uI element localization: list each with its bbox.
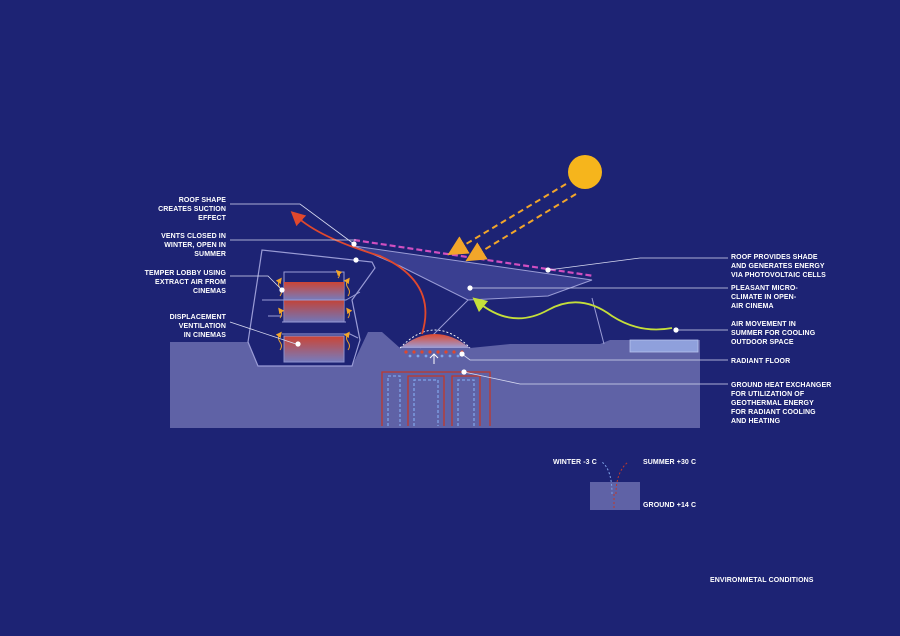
legend-summer-label: SUMMER +30 C	[643, 459, 696, 466]
temper-lobby-room	[284, 282, 344, 300]
legend-ground-block	[590, 482, 640, 510]
label-line: TEMPER LOBBY USING	[145, 270, 227, 277]
floor-slab-1	[282, 291, 361, 301]
floor-slab-3	[282, 333, 359, 339]
sun-rays	[447, 183, 577, 262]
label-temper-lobby: TEMPER LOBBY USING EXTRACT AIR FROM CINE…	[145, 270, 227, 295]
building-outline	[247, 249, 376, 367]
label-displacement: DISPLACEMENT VENTILATION IN CINEMAS	[170, 314, 227, 339]
leader-lines	[229, 203, 728, 385]
exhaust-air-arrow	[290, 211, 427, 335]
label-line: DISPLACEMENT	[170, 314, 227, 321]
label-vents: VENTS CLOSED IN WINTER, OPEN IN SUMMER	[161, 233, 226, 258]
label-line: ROOF PROVIDES SHADE	[731, 254, 818, 261]
label-line: VENTS CLOSED IN	[161, 233, 226, 240]
label-line: AIR MOVEMENT IN	[731, 321, 796, 328]
label-line: OUTDOOR SPACE	[731, 339, 794, 346]
label-line: RADIANT FLOOR	[731, 358, 790, 365]
label-line: AND HEATING	[731, 418, 781, 425]
label-line: ROOF SHAPE	[179, 197, 227, 204]
label-line: CLIMATE IN OPEN-	[731, 294, 797, 301]
label-line: SUMMER FOR COOLING	[731, 330, 816, 337]
label-line: AND GENERATES ENERGY	[731, 263, 825, 270]
label-radiant-floor: RADIANT FLOOR	[731, 358, 790, 365]
label-line: FOR UTILIZATION OF	[731, 391, 805, 398]
ground-heat-exchanger	[381, 371, 491, 426]
sun-icon	[568, 155, 602, 189]
label-line: GROUND HEAT EXCHANGER	[731, 382, 831, 389]
label-microclimate: PLEASANT MICRO- CLIMATE IN OPEN- AIR CIN…	[731, 285, 798, 310]
label-line: VENTILATION	[179, 323, 226, 330]
upper-cinema-fill	[284, 300, 344, 322]
legend-winter-line	[601, 461, 613, 495]
radiant-floor-dots	[404, 350, 464, 354]
cool-air-arrow	[472, 297, 673, 331]
label-line: CREATES SUCTION	[158, 206, 226, 213]
outdoor-pool	[629, 339, 699, 353]
label-line: SUMMER	[194, 251, 226, 258]
footer-title: ENVIRONMETAL CONDITIONS	[710, 577, 814, 584]
label-line: PLEASANT MICRO-	[731, 285, 798, 292]
legend-summer-line	[615, 461, 629, 495]
open-air-dome-outline	[399, 329, 471, 349]
label-air-movement: AIR MOVEMENT IN SUMMER FOR COOLING OUTDO…	[731, 321, 816, 346]
temperature-legend: WINTER -3 C SUMMER +30 C GROUND +14 C	[553, 459, 696, 510]
label-line: EXTRACT AIR FROM	[155, 279, 226, 286]
dome-up-arrow	[429, 353, 439, 364]
legend-ground-label: GROUND +14 C	[643, 502, 696, 509]
roof-canopy	[353, 245, 593, 301]
label-line: WINTER, OPEN IN	[164, 242, 226, 249]
label-line: FOR RADIANT COOLING	[731, 409, 816, 416]
room-warm-air-arrows	[275, 269, 353, 351]
lower-cinema-room	[283, 335, 345, 363]
label-roof-shade: ROOF PROVIDES SHADE AND GENERATES ENERGY…	[731, 254, 826, 279]
label-line: CINEMAS	[193, 288, 226, 295]
label-line: GEOTHERMAL ENERGY	[731, 400, 814, 407]
label-ground-heat: GROUND HEAT EXCHANGER FOR UTILIZATION OF…	[731, 382, 831, 425]
label-roof-shape: ROOF SHAPE CREATES SUCTION EFFECT	[158, 197, 226, 222]
label-line: AIR CINEMA	[731, 303, 774, 310]
radiant-floor-dots-cool	[408, 354, 460, 358]
label-line: IN CINEMAS	[184, 332, 226, 339]
label-line: EFFECT	[198, 215, 226, 222]
label-line: VIA PHOTOVOLTAIC CELLS	[731, 272, 826, 279]
leader-dots	[279, 241, 679, 375]
legend-winter-label: WINTER -3 C	[553, 459, 597, 466]
open-air-dome	[400, 334, 470, 348]
